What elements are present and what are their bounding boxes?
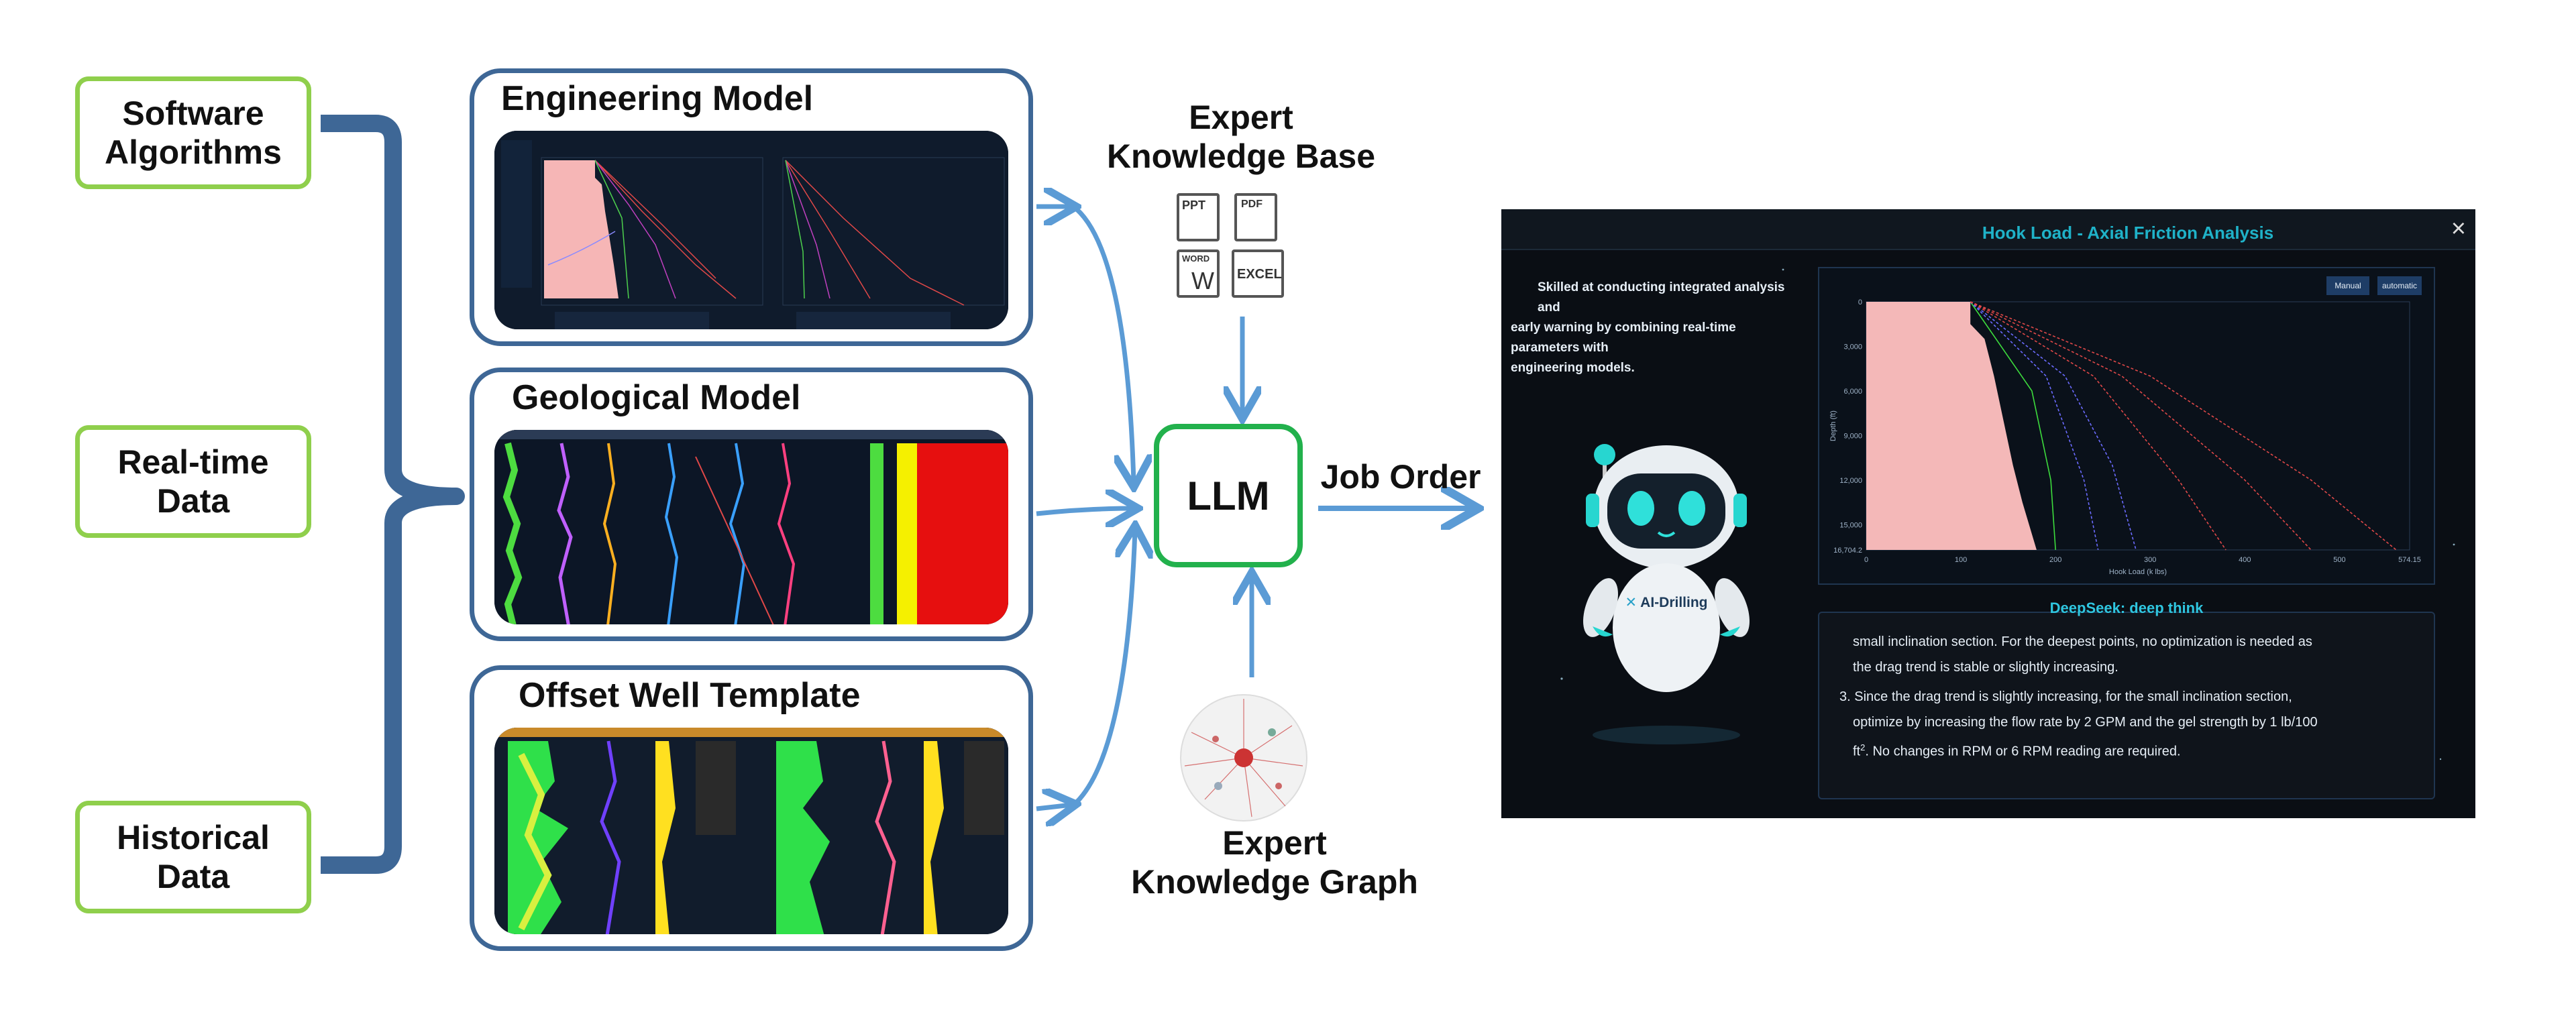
geological-model-thumbnail [494,430,1008,624]
intro-text: Skilled at conducting integrated analysi… [1511,278,1806,378]
response-line-5a: ft [1853,744,1861,759]
kb-label-line1: Expert [1189,99,1293,136]
software-algorithms-label-line2: Algorithms [105,133,282,171]
y-tick-label: 3,000 [1843,343,1862,351]
job-order-label: Job Order [1320,458,1481,496]
geological-model-panel: Geological Model [470,368,1033,641]
automatic-button[interactable]: automatic [2377,276,2422,295]
model-curve [1970,301,2397,551]
offset-well-template-title: Offset Well Template [519,676,861,715]
kg-label-line2: Knowledge Graph [1131,863,1418,901]
y-tick-label: 15,000 [1839,521,1862,529]
x-tick-label: 400 [2239,556,2251,564]
word-file-icon-label: WORD [1182,253,1210,264]
close-icon: × [2451,215,2466,243]
kb-label-line2: Knowledge Base [1106,137,1376,175]
arrow-geological-to-llm [1036,508,1134,514]
excel-file-icon: EXCEL [1232,249,1284,298]
historical-data-label-line1: Historical [117,819,270,856]
engineering-model-thumbnail [494,131,1008,329]
ppt-file-icon-label: PPT [1182,199,1206,212]
model-curve [1970,301,2137,551]
response-line-1: small inclination section. For the deepe… [1853,634,2312,649]
x-tick-label: 300 [2144,556,2156,564]
chart-title: Hook Load - Axial Friction Analysis [1982,223,2274,243]
hook-load-chart: 0 100 200 300 400 500 574.15 0 3,000 6,000 9,000 12… [1829,298,2421,576]
model-curve [1970,301,2312,551]
response-line-5: ft2. No changes in RPM or 6 RPM reading … [1853,735,2403,765]
realtime-data-label-line1: Real-time [117,443,269,481]
response-line-3: 3. Since the drag trend is slightly incr… [1839,689,2292,704]
model-curve [1970,301,2099,551]
pdf-file-icon-label: PDF [1241,199,1263,210]
knowledge-graph-icon [1180,694,1307,822]
x-tick-label: 100 [1955,556,1967,564]
ai-drilling-robot [1583,444,1750,744]
llm-label: LLM [1187,473,1270,518]
excel-file-icon-label: EXCEL [1237,267,1282,282]
software-algorithms-box: Software Algorithms [75,76,311,189]
intro-line-1: Skilled at conducting integrated analysi… [1538,280,1785,315]
response-line-4: optimize by increasing the flow rate by … [1853,715,2318,730]
engineering-model-title: Engineering Model [501,79,814,118]
y-axis-label: Depth (ft) [1829,410,1837,441]
x-axis-label: Hook Load (k lbs) [2109,568,2167,576]
y-tick-label: 12,000 [1839,477,1862,485]
y-tick-label: 16,704.2 [1833,547,1862,555]
expert-knowledge-base-label: Expert Knowledge Base [1093,98,1389,176]
geological-model-title: Geological Model [512,378,801,417]
historical-data-box: Historical Data [75,801,311,913]
manual-button-label: Manual [2334,281,2361,290]
curve-engineering-to-llm [1075,207,1134,483]
y-tick-label: 0 [1858,298,1862,306]
robot-badge-icon: ✕ [1625,595,1638,610]
automatic-button-label: automatic [2381,281,2418,290]
deepseek-panel: DeepSeek: deep think small inclination s… [1818,600,2435,799]
close-button[interactable]: × [2451,216,2466,241]
offset-well-thumbnail [494,728,1008,934]
intro-line-3: engineering models. [1511,361,1635,375]
historical-data-label-line2: Data [156,858,230,895]
model-curve [1970,301,2056,551]
word-file-icon-letter: W [1191,267,1214,294]
x-tick-label: 574.15 [2398,556,2421,564]
ai-drilling-screen: × Skilled at conducting integrated analy… [1501,209,2475,818]
grouping-bracket [321,115,465,874]
response-line-5-sup: 2 [1860,742,1866,752]
realtime-data-box: Real-time Data [75,425,311,538]
robot-badge-label: AI-Drilling [1640,595,1708,610]
expert-knowledge-graph-label: Expert Knowledge Graph [1080,824,1469,901]
robot-badge: ✕ AI-Drilling [1613,594,1720,611]
ppt-file-icon: PPT [1177,193,1220,241]
x-tick-label: 200 [2049,556,2061,564]
realtime-data-label-line2: Data [156,482,230,520]
measured-hookload-area [1866,302,2037,550]
x-tick-label: 0 [1864,556,1868,564]
manual-button[interactable]: Manual [2326,276,2369,295]
intro-line-2: early warning by combining real-time par… [1511,321,1736,355]
pdf-file-icon: PDF [1234,193,1277,241]
arrow-offset-to-curve [1036,805,1072,809]
chart-panel: Hook Load - Axial Friction Analysis Manu… [1818,223,2435,585]
curve-offset-to-llm [1075,530,1135,804]
deepseek-response-text: small inclination section. For the deepe… [1839,629,2403,765]
software-algorithms-label-line1: Software [122,95,264,132]
llm-box: LLM [1154,424,1303,567]
engineering-model-panel: Engineering Model [470,68,1033,346]
response-line-5b: . No changes in RPM or 6 RPM reading are… [1865,744,2181,759]
word-file-icon: WORD W [1177,249,1220,298]
y-tick-label: 6,000 [1843,388,1862,396]
y-tick-label: 9,000 [1843,432,1862,440]
model-curve [1970,301,2226,551]
kg-label-line1: Expert [1222,824,1327,862]
response-line-2: the drag trend is stable or slightly inc… [1853,660,2118,675]
offset-well-template-panel: Offset Well Template [470,665,1033,951]
deepseek-label: DeepSeek: deep think [2049,600,2204,616]
file-type-icons: PPT PDF WORD W EXCEL [1177,193,1287,300]
x-tick-label: 500 [2333,556,2345,564]
